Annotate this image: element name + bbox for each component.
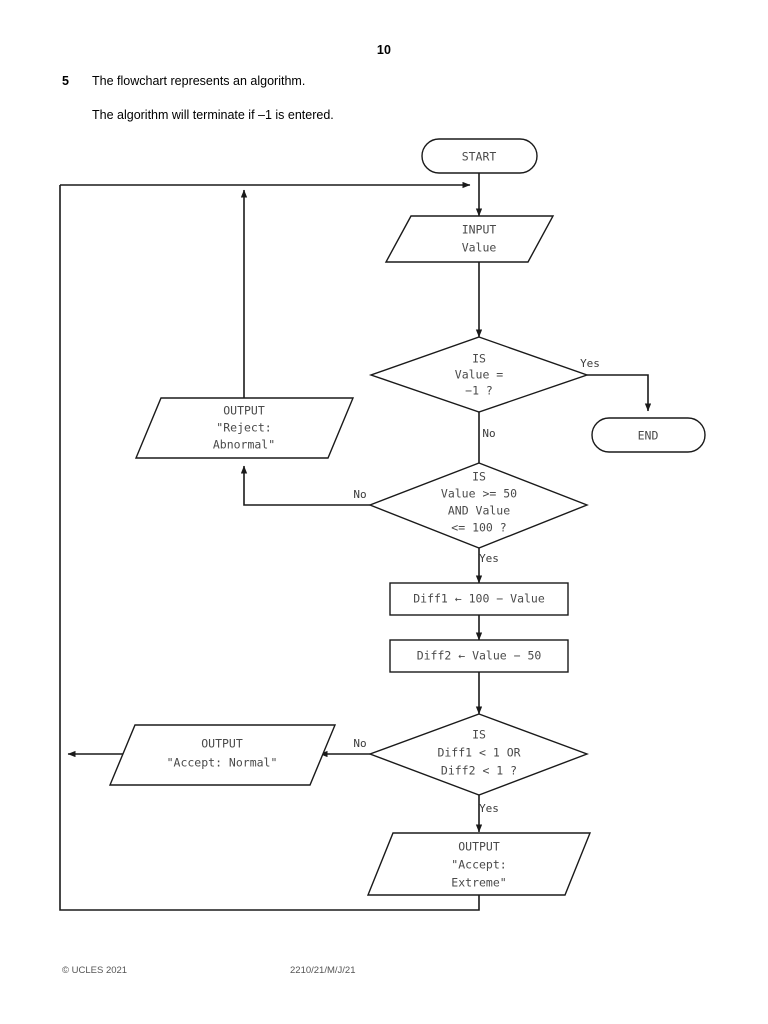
node-decision-diff-line-1: IS — [472, 728, 486, 742]
edge-label-range-yes: Yes — [479, 552, 499, 565]
node-input-value — [384, 215, 555, 263]
node-output-accept-extreme-line-1: OUTPUT — [458, 840, 500, 854]
node-decision-range — [368, 462, 589, 549]
node-output-accept-normal — [108, 724, 337, 786]
question-number: 5 — [62, 74, 69, 88]
node-decision-range-line-4: <= 100 ? — [451, 521, 506, 535]
node-output-reject-line-2: "Reject: — [216, 421, 271, 435]
node-decision-minus-one-line-3: −1 ? — [465, 384, 493, 398]
node-decision-range-line-3: AND Value — [448, 504, 510, 518]
edge-label-minus-one-yes: Yes — [580, 357, 600, 370]
node-end-label: END — [638, 429, 659, 443]
footer-paper-code: 2210/21/M/J/21 — [290, 965, 356, 976]
node-output-accept-normal-line-1: OUTPUT — [201, 737, 243, 751]
node-output-accept-extreme-line-2: "Accept: — [451, 858, 506, 872]
node-output-reject-line-1: OUTPUT — [223, 404, 265, 418]
node-input-value-line-2: Value — [462, 241, 497, 255]
question-text-line-1: The flowchart represents an algorithm. — [92, 74, 306, 88]
connector-decision-minus-one-yes-to-end — [587, 374, 652, 412]
node-output-reject-line-3: Abnormal" — [213, 438, 275, 452]
node-output-reject — [134, 397, 355, 459]
node-decision-diff-line-2: Diff1 < 1 OR — [437, 746, 520, 760]
node-end — [591, 417, 706, 453]
node-decision-diff-line-3: Diff2 < 1 ? — [441, 764, 517, 778]
node-decision-range-line-2: Value >= 50 — [441, 487, 517, 501]
node-process-diff2 — [389, 639, 569, 673]
edge-label-minus-one-no: No — [482, 427, 495, 440]
page-number: 10 — [376, 43, 392, 57]
node-start — [421, 138, 538, 174]
connector-decision-range-no-to-output-reject — [240, 465, 370, 506]
node-decision-minus-one-line-1: IS — [472, 352, 486, 366]
node-start-label: START — [462, 150, 497, 164]
node-decision-diff — [367, 713, 589, 796]
node-decision-minus-one-line-2: Value = — [455, 368, 504, 382]
edge-label-diff-no: No — [353, 737, 366, 750]
node-process-diff1-label: Diff1 ← 100 − Value — [413, 592, 545, 606]
node-input-value-line-1: INPUT — [462, 223, 497, 237]
node-output-accept-normal-line-2: "Accept: Normal" — [167, 756, 278, 770]
edge-label-range-no: No — [353, 488, 366, 501]
edge-label-diff-yes: Yes — [479, 802, 499, 815]
node-process-diff2-label: Diff2 ← Value − 50 — [417, 649, 542, 663]
connector-bottom-loop-rail — [59, 185, 480, 911]
node-process-diff1 — [389, 582, 569, 616]
node-decision-minus-one — [368, 336, 590, 413]
question-text-line-2: The algorithm will terminate if –1 is en… — [92, 108, 334, 122]
node-output-accept-extreme-line-3: Extreme" — [451, 876, 506, 890]
node-decision-range-line-1: IS — [472, 470, 486, 484]
node-output-accept-extreme — [366, 832, 592, 896]
footer-copyright: © UCLES 2021 — [62, 965, 128, 976]
